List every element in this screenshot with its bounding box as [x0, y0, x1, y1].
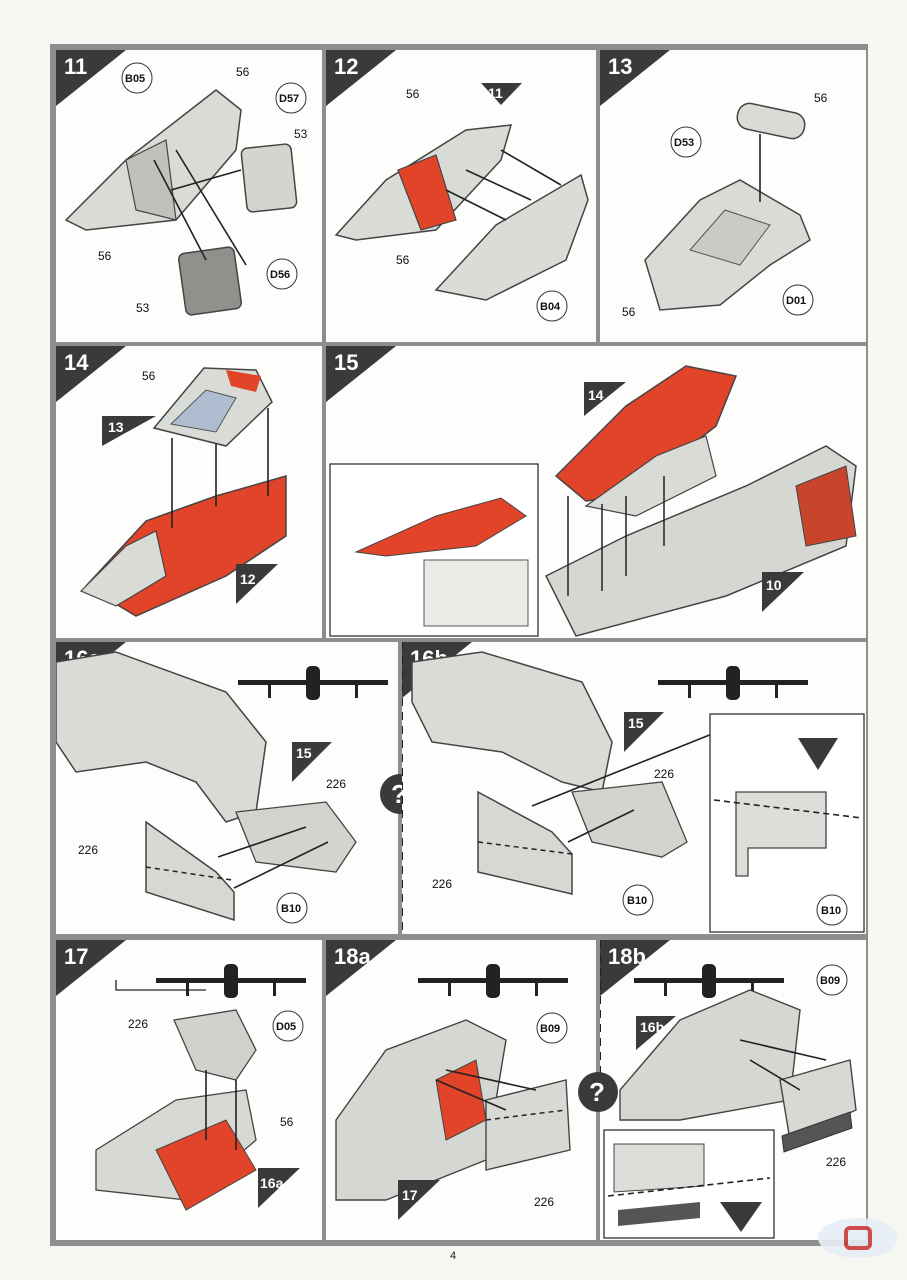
svg-text:B10: B10	[627, 895, 647, 907]
svg-text:10: 10	[766, 577, 782, 593]
svg-text:B04: B04	[540, 301, 561, 313]
svg-text:226: 226	[826, 1155, 846, 1169]
svg-text:226: 226	[326, 777, 346, 791]
svg-text:56: 56	[236, 65, 250, 79]
step-11-diagram: B05 D57 D56 56 56 53 53	[64, 62, 308, 316]
step-12-panel: 12 11 B04 56 56	[326, 50, 596, 342]
aircraft-silhouette-icon	[418, 964, 568, 998]
step-17-diagram: 16a D05 226 56	[95, 964, 306, 1211]
svg-text:B10: B10	[821, 905, 841, 917]
aircraft-silhouette-icon	[238, 666, 388, 700]
svg-text:B10: B10	[281, 903, 301, 915]
step-12-diagram: 11 B04 56 56	[334, 83, 589, 322]
step-16b-diagram: 15 B10 B10 226 226	[402, 642, 865, 934]
svg-text:D01: D01	[786, 295, 806, 307]
question-icon: ?	[578, 1072, 618, 1112]
svg-text:D05: D05	[276, 1021, 296, 1033]
step-18b-panel: 18b 16b B09 226	[600, 940, 866, 1240]
aircraft-silhouette-icon	[156, 964, 306, 998]
svg-text:226: 226	[128, 1017, 148, 1031]
step-16a-diagram: 15 B10 226 226	[56, 651, 388, 924]
step-17-panel: 17 16a D05 226 56	[56, 940, 322, 1240]
svg-text:16b: 16b	[640, 1019, 664, 1035]
svg-text:14: 14	[588, 387, 604, 403]
step-14-panel: 14 13 12 56	[56, 346, 322, 638]
step-13-panel: 13 D53 D01 56 56	[600, 50, 866, 342]
svg-text:56: 56	[142, 369, 156, 383]
svg-text:12: 12	[240, 571, 256, 587]
svg-text:17: 17	[402, 1187, 418, 1203]
step-14-diagram: 13 12 56	[79, 367, 287, 617]
svg-text:226: 226	[534, 1195, 554, 1209]
step-18a-panel: 18a 17 B09 226	[326, 940, 596, 1240]
aircraft-silhouette-icon	[634, 964, 784, 998]
svg-text:D56: D56	[270, 269, 290, 281]
svg-text:15: 15	[628, 715, 644, 731]
svg-text:16a: 16a	[260, 1175, 284, 1191]
step-18b-diagram: 16b B09 226	[600, 940, 857, 1239]
step-13-diagram: D53 D01 56 56	[622, 91, 828, 319]
svg-text:56: 56	[98, 249, 112, 263]
step-15-diagram: 14 10	[329, 365, 857, 637]
svg-text:56: 56	[406, 87, 420, 101]
svg-text:?: ?	[589, 1077, 605, 1107]
cut-marker-icon	[720, 1202, 762, 1232]
svg-text:15: 15	[296, 745, 312, 761]
cut-marker-icon	[798, 738, 838, 770]
svg-text:B05: B05	[125, 73, 145, 85]
svg-text:226: 226	[654, 767, 674, 781]
watermark-logo	[818, 1218, 898, 1258]
svg-text:13: 13	[108, 419, 124, 435]
svg-text:11: 11	[488, 85, 503, 101]
svg-text:56: 56	[280, 1115, 294, 1129]
svg-text:226: 226	[432, 877, 452, 891]
svg-text:B09: B09	[540, 1023, 560, 1035]
svg-text:53: 53	[294, 127, 308, 141]
step-16b-panel: 16b 15 B10 B10 226 226	[402, 642, 866, 934]
svg-text:226: 226	[78, 843, 98, 857]
svg-text:B09: B09	[820, 975, 840, 987]
svg-text:56: 56	[814, 91, 828, 105]
step-18a-diagram: 17 B09 226	[335, 964, 571, 1220]
page-number: 4	[450, 1250, 457, 1262]
svg-text:D53: D53	[674, 137, 694, 149]
aircraft-silhouette-icon	[658, 666, 808, 700]
step-15-panel: 15 14 10	[326, 346, 866, 638]
svg-text:56: 56	[396, 253, 410, 267]
svg-text:53: 53	[136, 301, 150, 315]
svg-text:56: 56	[622, 305, 636, 319]
step-11-panel: 11 B05 D57 D56 56 56 53 53	[56, 50, 322, 342]
step-16a-panel: 16a 15 B10 226 226	[56, 642, 398, 934]
svg-text:D57: D57	[279, 93, 299, 105]
